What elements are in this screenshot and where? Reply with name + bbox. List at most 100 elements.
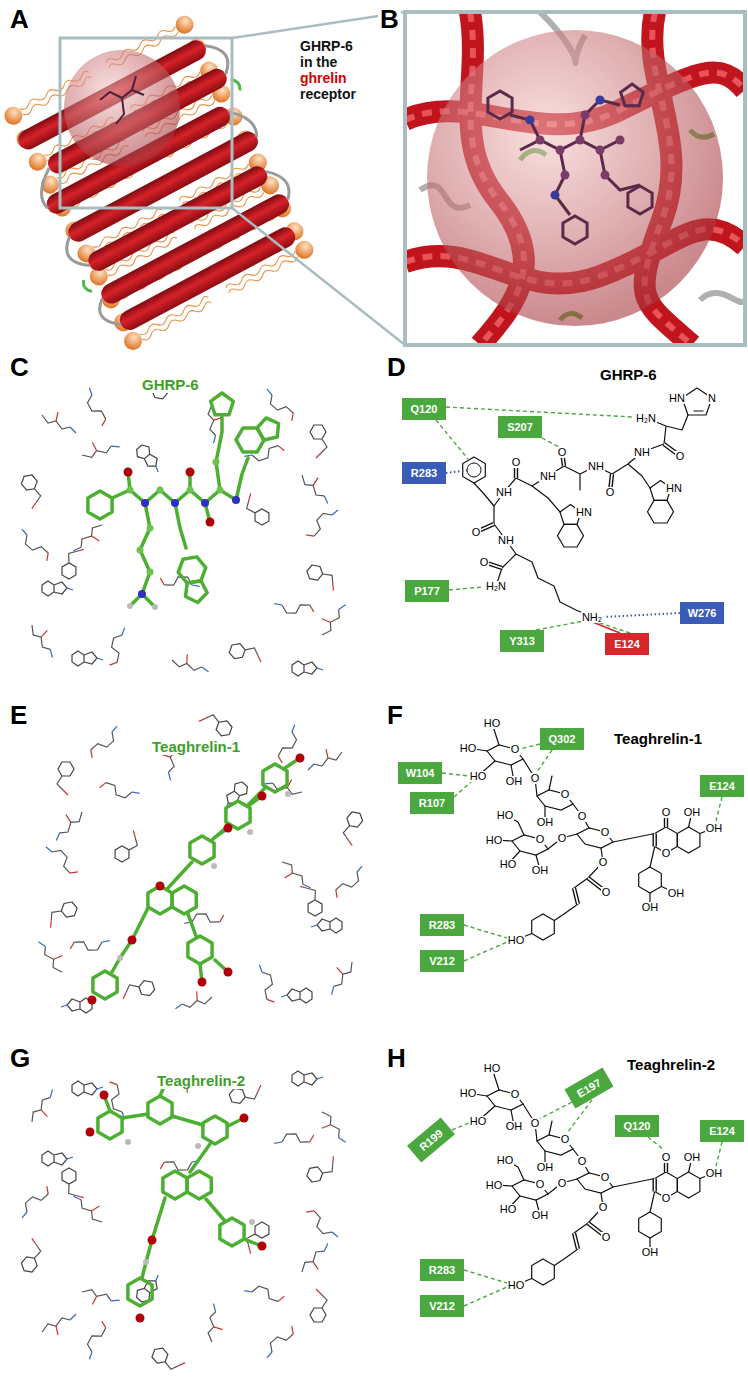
residue-name: R107 bbox=[419, 797, 445, 809]
residue-name: R283 bbox=[429, 919, 455, 931]
atom-label: N bbox=[707, 393, 717, 404]
residue-box: W104 bbox=[398, 762, 442, 784]
atom-label: O bbox=[675, 451, 686, 462]
atom-label: OH bbox=[536, 817, 555, 828]
zoom-ground bbox=[405, 12, 745, 345]
ligand-name: GHRP-6 bbox=[140, 376, 201, 393]
atom-label: O bbox=[601, 887, 612, 898]
helix-ribbon bbox=[405, 12, 745, 345]
residue-wireframe bbox=[17, 1069, 345, 1373]
ligand-atoms bbox=[88, 754, 305, 1005]
hydrogen-bond-lines bbox=[442, 744, 722, 961]
residue-box: P177 bbox=[405, 580, 449, 602]
helix-highlight bbox=[405, 12, 745, 345]
residue-name: V212 bbox=[429, 1300, 455, 1312]
atom-label: HN bbox=[575, 507, 593, 518]
atom-label: HO bbox=[459, 1088, 478, 1099]
ligand-sticks bbox=[100, 76, 144, 124]
caption-text: receptor bbox=[300, 86, 356, 102]
atom-label: H₂N bbox=[635, 413, 657, 424]
atom-label: HO bbox=[496, 1155, 515, 1166]
panel-letter: D bbox=[385, 352, 408, 383]
atom-label: O bbox=[557, 833, 568, 844]
bond bbox=[694, 410, 703, 411]
atom-label: HO bbox=[499, 859, 518, 870]
molecule-name: Teaghrelin-1 bbox=[612, 730, 704, 747]
atom-label: HO bbox=[499, 1204, 518, 1215]
atom-label: O bbox=[557, 447, 568, 458]
residue-box: Q120 bbox=[402, 398, 446, 420]
atom-label: NH bbox=[497, 535, 515, 546]
zoom-lines bbox=[232, 12, 405, 345]
atom-label: O bbox=[600, 1172, 611, 1183]
atom-label: OH bbox=[505, 776, 524, 787]
atom-label: NH bbox=[539, 471, 557, 482]
atom-label: O bbox=[661, 848, 672, 859]
atom-label: HO bbox=[485, 835, 504, 846]
atom-label: OH bbox=[683, 1152, 702, 1163]
atom-label: O bbox=[605, 487, 616, 498]
residue-name: Q302 bbox=[549, 733, 576, 745]
atom-label: O bbox=[661, 807, 672, 818]
molecule-name: GHRP-6 bbox=[598, 366, 659, 383]
ligand-atoms bbox=[86, 1078, 267, 1323]
caption-text: in the bbox=[300, 54, 337, 70]
residue-box: R283 bbox=[402, 462, 446, 484]
atom-label: OH bbox=[641, 1247, 660, 1258]
residue-box: E124 bbox=[605, 633, 649, 655]
panel-letter: E bbox=[8, 700, 29, 731]
panel-letter: G bbox=[8, 1043, 32, 1074]
residue-name: P177 bbox=[414, 585, 440, 597]
zoom-box bbox=[60, 38, 232, 208]
zoom-illustration bbox=[405, 12, 745, 345]
atom-label: O bbox=[535, 834, 546, 845]
atom-label: O bbox=[530, 773, 541, 784]
atom-label: OH bbox=[683, 807, 702, 818]
residue-box: V212 bbox=[420, 950, 464, 972]
panel-letter: B bbox=[378, 4, 401, 35]
ghrp6-structure bbox=[436, 388, 712, 633]
atom-label: OH bbox=[531, 865, 550, 876]
residue-box: R283 bbox=[420, 914, 464, 936]
atom-label: O bbox=[479, 557, 490, 568]
residue-box: Q302 bbox=[540, 728, 584, 750]
salt-bridge-line bbox=[590, 621, 620, 633]
residue-name: E124 bbox=[709, 1125, 735, 1137]
atom-label: NH bbox=[633, 447, 651, 458]
residue-box: E197 bbox=[564, 1067, 613, 1108]
binding-sphere bbox=[64, 50, 180, 166]
panel-letter: F bbox=[385, 700, 405, 731]
residue-wireframe bbox=[38, 711, 366, 1015]
panel-letter: C bbox=[8, 352, 31, 383]
atom-label: OH bbox=[536, 1162, 555, 1173]
atom-label: O bbox=[661, 1152, 672, 1163]
hydrogen-bond-lines bbox=[452, 1099, 722, 1306]
residue-box: E124 bbox=[700, 775, 744, 797]
residue-box: V212 bbox=[420, 1295, 464, 1317]
atom-label: HO bbox=[459, 743, 478, 754]
ligand-atoms bbox=[124, 459, 241, 611]
zoom-frame bbox=[405, 12, 745, 345]
atom-label: H₂N bbox=[485, 581, 507, 592]
atom-label: O bbox=[601, 1232, 612, 1243]
ligand-atoms bbox=[526, 96, 625, 200]
residue-wireframe bbox=[17, 374, 345, 678]
ligand-sticks bbox=[488, 84, 652, 244]
atom-label: NH₂ bbox=[581, 612, 603, 623]
lipid bbox=[87, 173, 283, 288]
residue-name: E124 bbox=[709, 780, 735, 792]
atom-label: OH bbox=[667, 888, 686, 899]
lipid bbox=[121, 238, 317, 353]
panel-letter: A bbox=[8, 4, 31, 35]
atom-label: HO bbox=[483, 1063, 502, 1074]
residue-box: R283 bbox=[420, 1259, 464, 1281]
atom-label: OH bbox=[505, 1121, 524, 1132]
residue-name: Q120 bbox=[411, 403, 438, 415]
residue-name: E197 bbox=[575, 1076, 603, 1099]
panel-letter: H bbox=[385, 1043, 408, 1074]
atom-label: O bbox=[661, 1193, 672, 1204]
residue-box: E124 bbox=[700, 1120, 744, 1142]
atom-label: O bbox=[510, 744, 521, 755]
atom-label: O bbox=[577, 811, 588, 822]
